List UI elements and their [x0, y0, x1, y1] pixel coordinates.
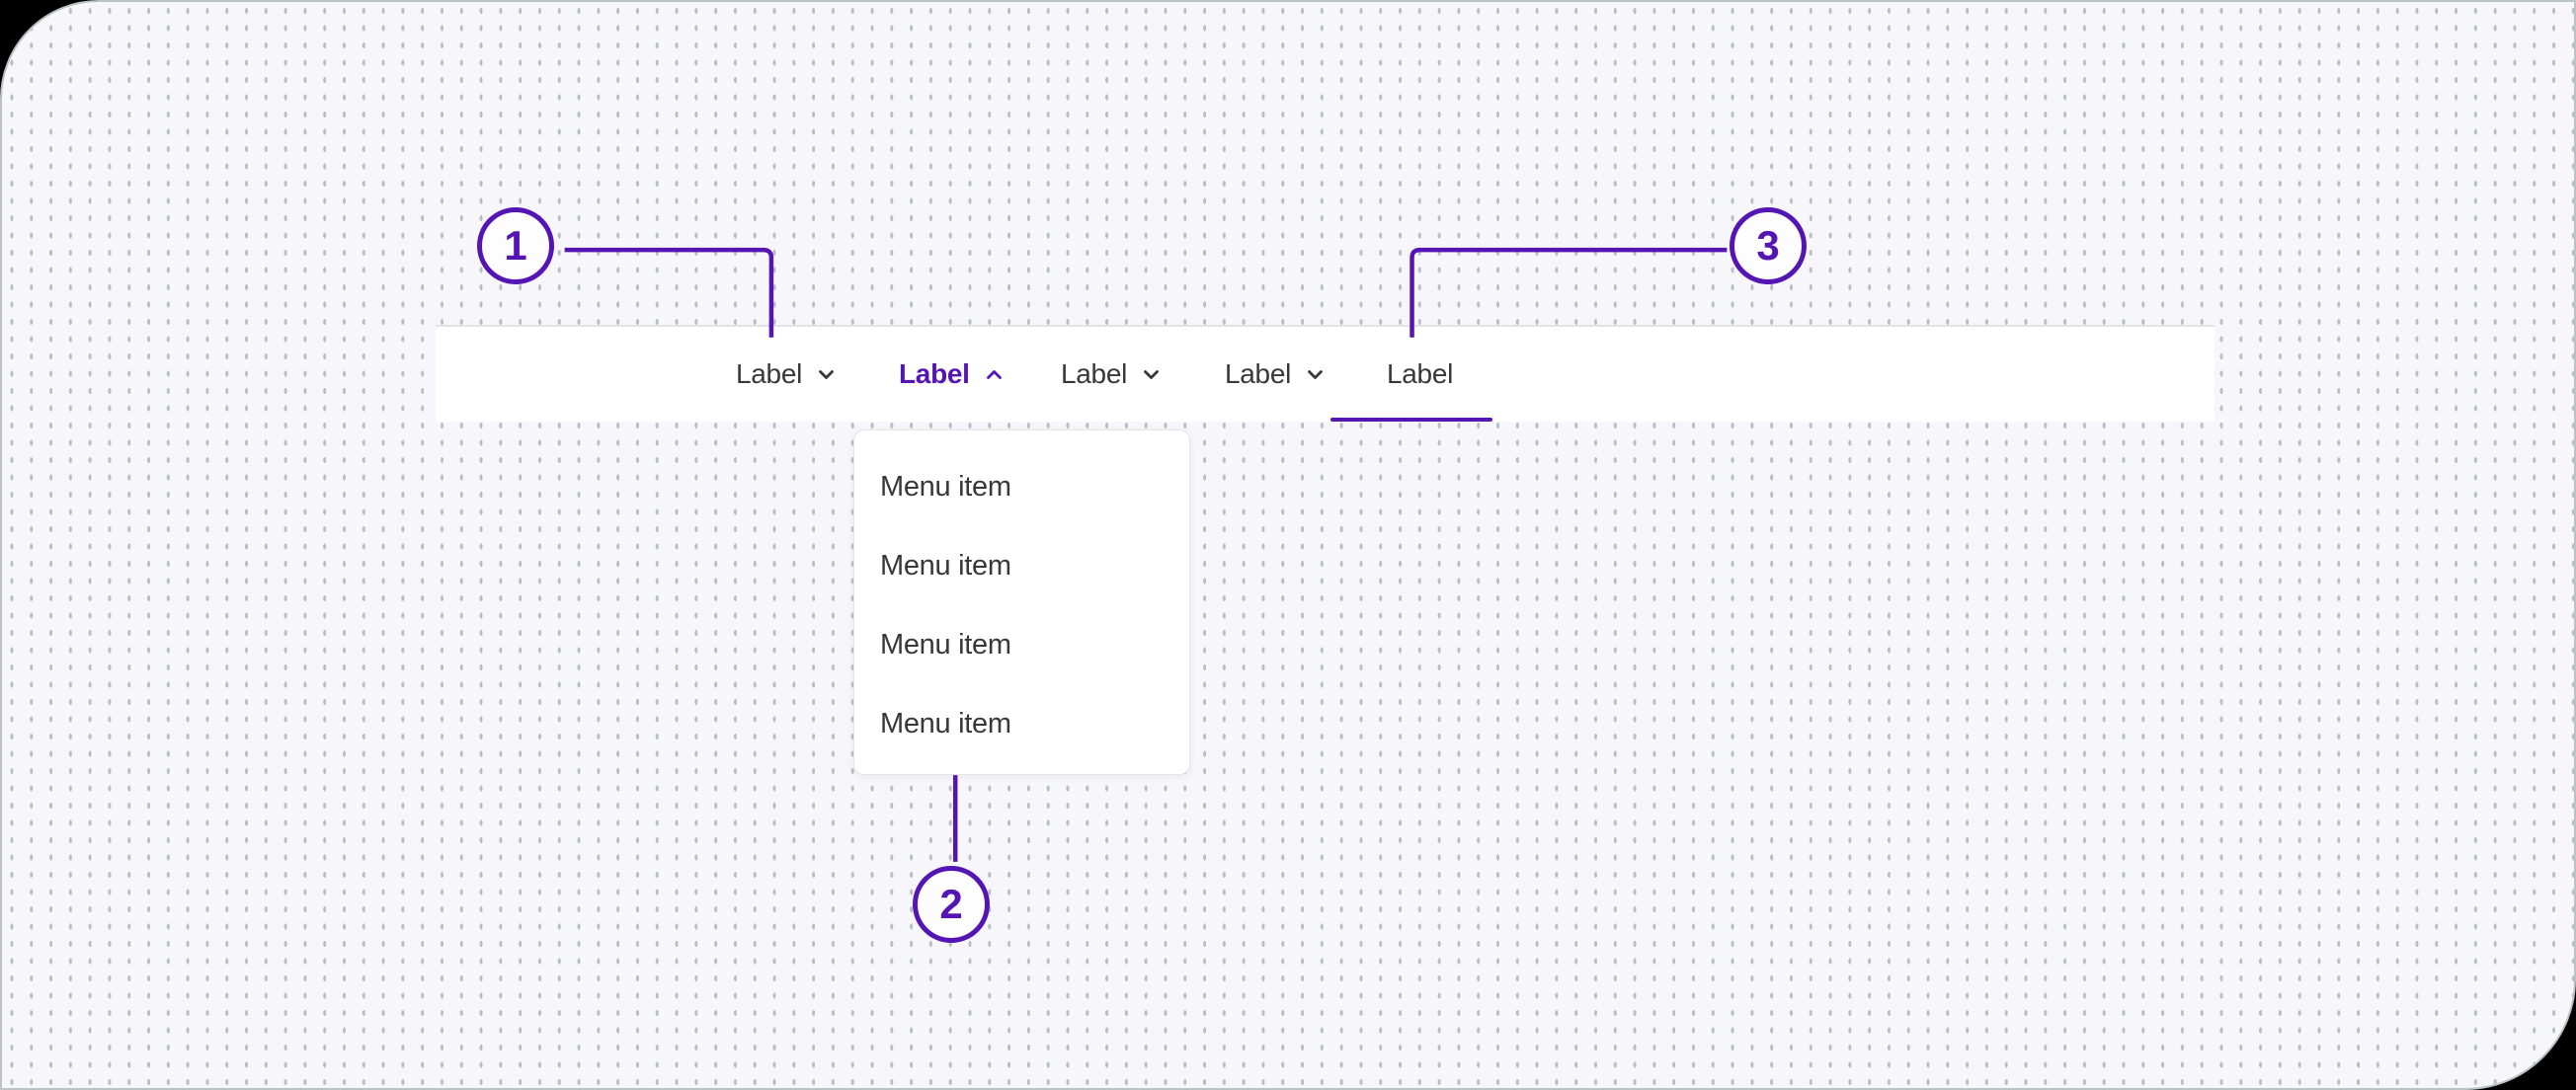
nav-item-3[interactable]: Label: [1061, 327, 1160, 422]
nav-item-label: Label: [1387, 358, 1454, 389]
nav-item-label: Label: [1061, 358, 1128, 389]
menu-item-3[interactable]: Menu item: [880, 628, 1011, 661]
nav-item-label: Label: [736, 358, 803, 389]
chevron-down-icon: [1144, 369, 1159, 379]
callout-number: 2: [939, 881, 963, 927]
callout-2-badge: 2: [913, 866, 990, 943]
menu-item-4[interactable]: Menu item: [880, 707, 1011, 740]
menu-item-2[interactable]: Menu item: [880, 549, 1011, 582]
callout-1-badge: 1: [477, 207, 554, 284]
chevron-down-icon: [1308, 369, 1323, 379]
callout-3-badge: 3: [1730, 207, 1807, 284]
nav-item-label: Label: [899, 358, 970, 389]
active-tab-indicator: [1330, 418, 1492, 422]
chevron-up-icon: [986, 369, 1002, 379]
nav-item-2-active[interactable]: Label: [899, 327, 1492, 422]
nav-item-label: Label: [1225, 358, 1292, 389]
callout-number: 1: [504, 222, 527, 269]
menu-item-1[interactable]: Menu item: [880, 470, 1011, 503]
callout-number: 3: [1756, 222, 1780, 269]
nav-item-5[interactable]: Label: [1387, 327, 1453, 422]
chevron-down-icon: [819, 369, 834, 379]
navigation-bar: Label Label Label Label Label: [436, 325, 2214, 422]
dropdown-menu: Menu item Menu item Menu item Menu item: [853, 429, 1190, 775]
nav-item-4[interactable]: Label: [1225, 327, 1324, 422]
nav-item-1[interactable]: Label: [736, 327, 835, 422]
